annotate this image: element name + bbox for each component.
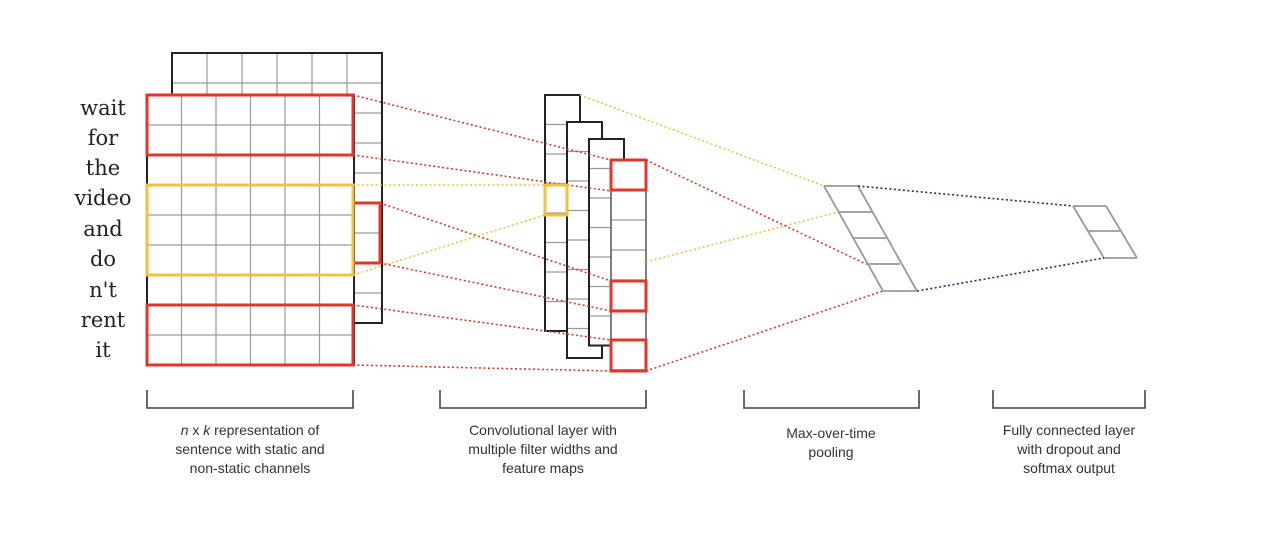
connector-line <box>352 214 546 276</box>
caption-input-line3: non-static channels <box>189 460 311 476</box>
connector-line <box>645 159 867 265</box>
connector-line <box>645 211 839 263</box>
sentence-words: wait for the video and do n't rent it <box>73 96 131 362</box>
pool-cell-edge <box>823 185 884 292</box>
caption-fc: Fully connected layer with dropout and s… <box>1002 422 1136 476</box>
connector-line <box>645 290 884 372</box>
fc-cell-edge <box>1072 205 1105 259</box>
filter-window-bigram-top <box>145 93 355 157</box>
word-token: rent <box>81 308 126 332</box>
feature-cell-red-middle <box>609 279 648 313</box>
pool-cell-edge <box>857 185 918 292</box>
connector-line <box>379 262 612 312</box>
bracket-conv <box>439 390 647 409</box>
feature-cell-red-top <box>609 158 648 192</box>
connector-line <box>352 94 612 161</box>
bracket-fc <box>992 390 1146 409</box>
caption-pool: Max-over-time pooling <box>786 425 876 460</box>
section-brackets <box>146 390 1146 409</box>
feature-cell-red-bottom <box>609 338 648 373</box>
connector-line <box>579 94 825 187</box>
word-token: for <box>88 126 119 150</box>
connector-line <box>857 185 1074 207</box>
feature-cell-yellow <box>543 183 569 217</box>
matrix-background <box>611 160 646 370</box>
bracket-pool <box>743 390 920 409</box>
word-token: n't <box>89 278 117 302</box>
word-token: it <box>95 338 111 362</box>
filter-highlights <box>145 93 648 373</box>
word-token: wait <box>80 96 126 120</box>
word-token: the <box>86 156 120 180</box>
connector-line <box>916 257 1105 292</box>
word-token: do <box>90 247 116 271</box>
filter-window-bigram-bottom <box>145 303 355 367</box>
connector-line <box>352 364 612 372</box>
fully-connected-layer <box>1072 205 1138 259</box>
caption-input-line2: sentence with static and <box>175 441 325 457</box>
connection-lines <box>352 94 1105 372</box>
caption-input-line1: n x k representation of <box>180 422 320 438</box>
filter-window-trigram <box>145 183 355 277</box>
caption-conv: Convolutional layer with multiple filter… <box>468 422 618 476</box>
word-token: and <box>83 217 123 241</box>
non-static-channel-matrix <box>146 94 355 366</box>
connector-line <box>352 304 612 341</box>
bracket-input <box>146 390 354 409</box>
max-pooling-layer <box>823 185 918 292</box>
word-token: video <box>73 186 131 210</box>
connector-line <box>379 202 612 282</box>
convolutional-feature-maps <box>544 94 647 371</box>
caption-input: n x k representation of sentence with st… <box>140 421 360 478</box>
fc-cell-edge <box>1105 205 1138 259</box>
